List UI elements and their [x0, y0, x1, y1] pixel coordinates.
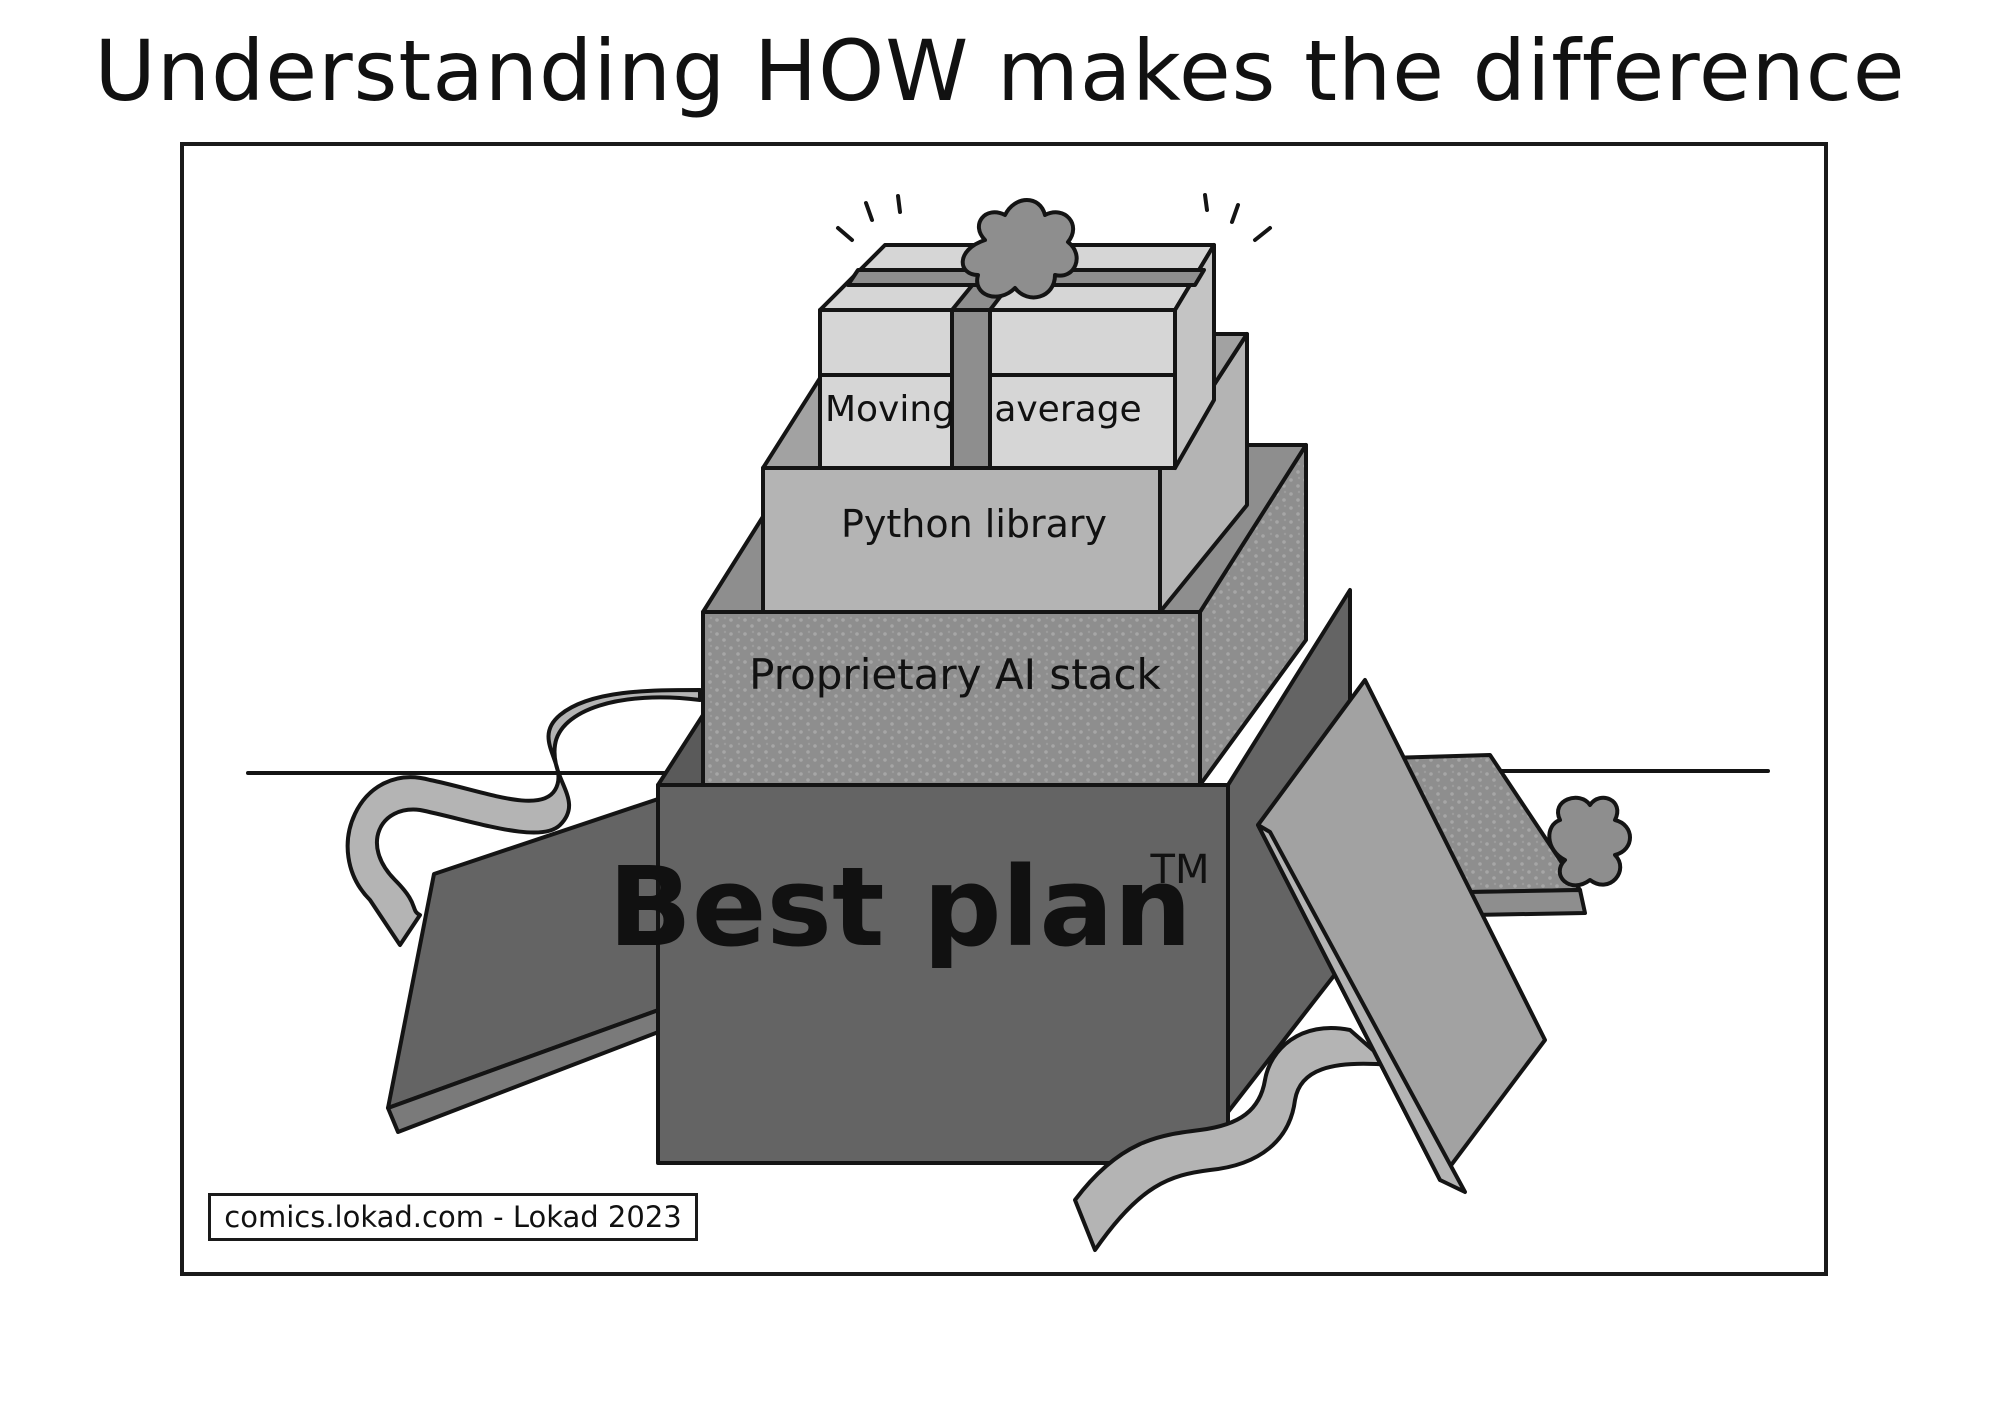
gift-ribbon-vertical	[950, 308, 992, 470]
sparkle-line	[1203, 193, 1209, 212]
average-label: average	[994, 389, 1141, 430]
python-library-label: Python library	[841, 502, 1107, 546]
lid-right-small-edge	[1468, 888, 1587, 917]
box-four-inner	[656, 713, 705, 787]
credit-box: comics.lokad.com - Lokad 2023	[208, 1193, 698, 1241]
sparkle-line	[1253, 226, 1272, 242]
best-plan-label: Best plan	[608, 843, 1192, 971]
box-two-front	[761, 466, 1162, 614]
ribbon-right	[1073, 1026, 1392, 1252]
lid-right-edge	[1256, 823, 1467, 1194]
proprietary-ai-stack-label: Proprietary AI stack	[749, 650, 1161, 699]
sparkle-line	[836, 226, 854, 242]
comic-title: Understanding HOW makes the difference	[94, 22, 1906, 120]
bow-right	[1547, 795, 1632, 888]
gift-bow	[960, 198, 1079, 300]
sparkle-line	[1230, 203, 1240, 224]
gift-front	[818, 308, 1177, 470]
box-three-front	[701, 610, 1202, 787]
sparkle-line	[896, 194, 902, 214]
box-four-front	[656, 783, 1230, 1165]
ribbon-left	[345, 688, 702, 947]
trademark-label: TM	[1150, 847, 1210, 893]
sparkle-line	[864, 201, 874, 222]
moving-label: Moving	[825, 389, 955, 430]
